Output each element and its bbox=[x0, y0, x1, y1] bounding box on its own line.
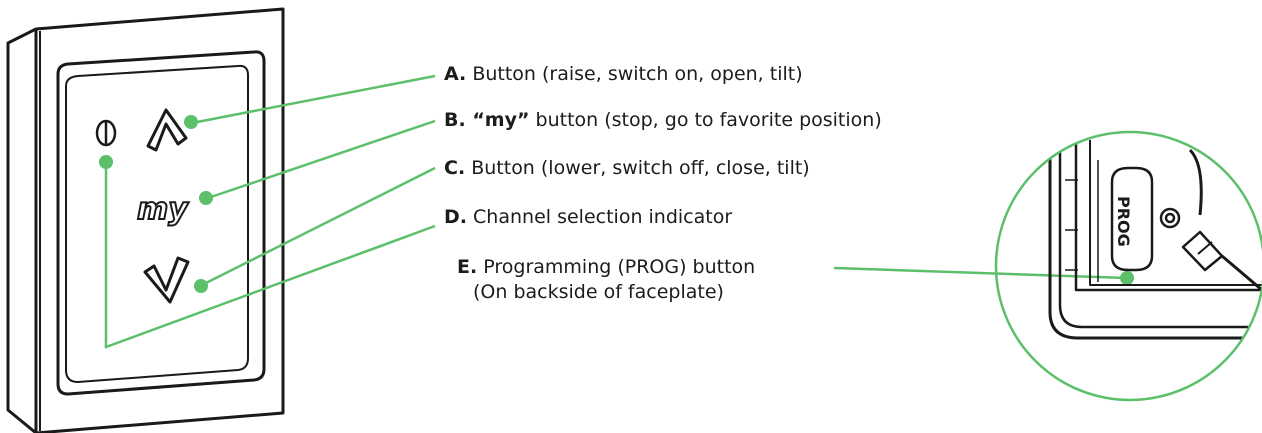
detail-circle-outline bbox=[994, 130, 1262, 402]
dot-d bbox=[99, 155, 113, 169]
dot-c bbox=[194, 279, 208, 293]
leader-line-d bbox=[104, 162, 436, 349]
leader-lines bbox=[104, 74, 1127, 349]
my-button-label: my bbox=[137, 192, 189, 227]
leader-line-c bbox=[201, 166, 436, 287]
leader-line-e bbox=[833, 266, 1127, 280]
leader-dots bbox=[99, 115, 1134, 293]
up-chevron-icon[interactable] bbox=[146, 108, 188, 152]
down-chevron-icon[interactable] bbox=[143, 256, 190, 304]
detail-magnifier: PROG bbox=[994, 130, 1262, 402]
channel-indicator-icon bbox=[95, 119, 117, 147]
dot-b bbox=[199, 191, 213, 205]
my-button-icon[interactable]: my bbox=[136, 191, 190, 228]
dot-e bbox=[1120, 271, 1134, 285]
dot-a bbox=[184, 115, 198, 129]
leader-line-a bbox=[191, 74, 436, 125]
leader-line-b bbox=[204, 119, 436, 201]
prog-label: PROG bbox=[1114, 196, 1133, 247]
